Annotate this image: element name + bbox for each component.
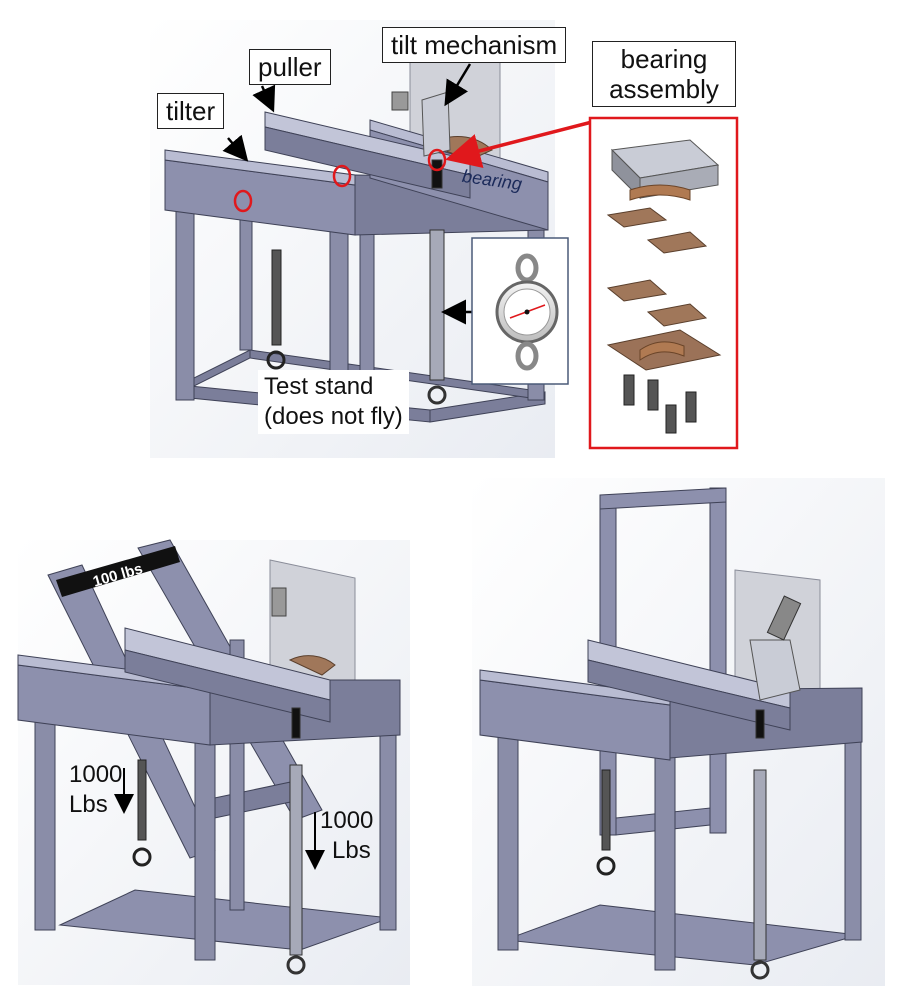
puller-label: puller xyxy=(249,49,331,85)
top-motor xyxy=(391,91,409,111)
tilt-mechanism-label: tilt mechanism xyxy=(382,27,567,63)
bl-turnbuckle xyxy=(132,759,152,867)
tilter-arrow xyxy=(222,134,249,162)
bearing-bolts xyxy=(623,374,697,434)
banner-100lbs-shape xyxy=(56,546,180,597)
load-right-value: 1000 xyxy=(320,807,374,834)
bl-motor xyxy=(271,587,287,617)
test-stand-line1: Test stand xyxy=(264,373,374,400)
load-left-value: 1000 xyxy=(69,761,123,788)
puller-arrow xyxy=(252,84,276,113)
top-tilt-bracket xyxy=(421,91,451,157)
shim-plate-3 xyxy=(606,279,668,302)
gauge-bottom-shackle xyxy=(515,341,539,371)
br-posts xyxy=(497,689,862,971)
load-right-label: 1000 Lbs xyxy=(320,806,373,866)
br-turnbuckle xyxy=(596,769,616,876)
bearing-assembly-arrow xyxy=(445,120,593,168)
bl-rod xyxy=(286,707,306,975)
bearing-assembly-exploded xyxy=(588,116,739,450)
br-rod xyxy=(750,709,770,980)
gauge-top-shackle xyxy=(515,253,539,283)
bearing-assembly-label: bearing assembly xyxy=(592,41,736,107)
bearing-assembly-label-line2: assembly xyxy=(609,74,719,104)
tilter-label: tilter xyxy=(157,93,225,129)
bearing-highlight-2 xyxy=(332,164,352,188)
shim-plate-2 xyxy=(646,231,708,254)
br-top-beams xyxy=(479,639,863,761)
bearing-highlight-1 xyxy=(233,189,253,213)
bearing-housing-front xyxy=(611,148,641,200)
bl-tilt-disc xyxy=(288,655,336,676)
bottom-left-render: 100 lbs xyxy=(17,539,410,985)
bl-top-beams xyxy=(17,627,401,746)
load-right-unit: Lbs xyxy=(332,837,371,864)
load-left-label: 1000 Lbs xyxy=(69,760,122,820)
br-motor xyxy=(766,595,802,641)
top-beams xyxy=(164,111,549,236)
bearing-bronze-half-top xyxy=(629,184,691,201)
bearing-bronze-half-bottom xyxy=(639,341,685,361)
br-tilt-bracket xyxy=(749,639,801,701)
test-stand-label: Test stand (does not fly) xyxy=(258,370,409,434)
shim-plate-4 xyxy=(646,303,708,327)
test-stand-line2: (does not fly) xyxy=(264,403,403,430)
bottom-right-render xyxy=(472,478,885,986)
shim-plate-1 xyxy=(606,207,668,228)
load-left-unit: Lbs xyxy=(69,791,108,818)
tilt-mechanism-arrow xyxy=(444,63,472,107)
bearing-highlight-3 xyxy=(427,148,447,172)
gauge-hub xyxy=(524,309,530,315)
gauge-inset xyxy=(471,237,569,385)
bearing-assembly-label-line1: bearing xyxy=(620,44,708,74)
